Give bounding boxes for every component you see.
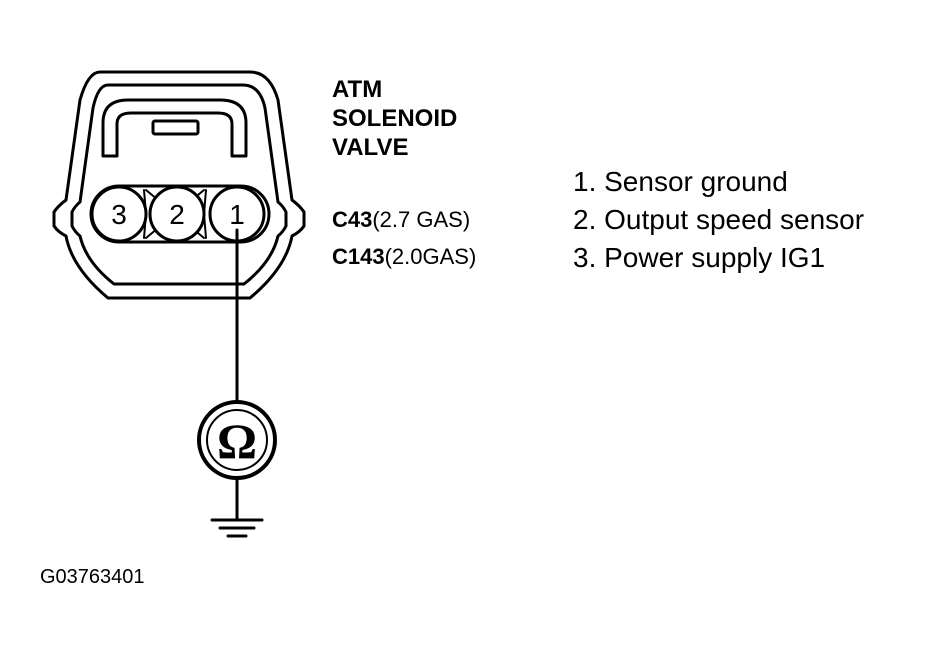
- legend-item-3: 3. Power supply IG1: [573, 242, 826, 273]
- pin-label-3: 3: [111, 199, 127, 230]
- pin-label-2: 2: [169, 199, 185, 230]
- pin-label-1: 1: [229, 199, 245, 230]
- connector-code-2: C143(2.0GAS): [332, 244, 476, 270]
- connector-key: [101, 98, 248, 158]
- title-line-1: ATM: [332, 76, 383, 103]
- pin-3: [90, 185, 148, 243]
- figure-id: G03763401: [40, 566, 145, 588]
- connector-code-1-spec: (2.7 GAS): [372, 207, 471, 232]
- pin-legend: 1. Sensor ground 2. Output speed sensor …: [573, 163, 864, 277]
- ohm-symbol: Ω: [217, 413, 257, 469]
- title-line-3: VALVE: [332, 134, 409, 161]
- connector-code-2-spec: (2.0GAS): [384, 244, 477, 269]
- legend-item-1: 1. Sensor ground: [573, 166, 788, 197]
- legend-item-2: 2. Output speed sensor: [573, 204, 865, 235]
- title-line-2: SOLENOID: [332, 105, 458, 132]
- connector-code-1: C43(2.7 GAS): [332, 207, 470, 233]
- connector-code-1-id: C43: [332, 207, 373, 232]
- connector-housing-outer: [52, 70, 306, 300]
- pin-2: [148, 185, 206, 243]
- component-title: ATM SOLENOID VALVE: [332, 75, 457, 162]
- latch-slot: [151, 119, 200, 136]
- connector-housing-inner: [70, 83, 288, 286]
- ground-icon: [210, 518, 264, 538]
- connector-code-2-id: C143: [332, 244, 385, 269]
